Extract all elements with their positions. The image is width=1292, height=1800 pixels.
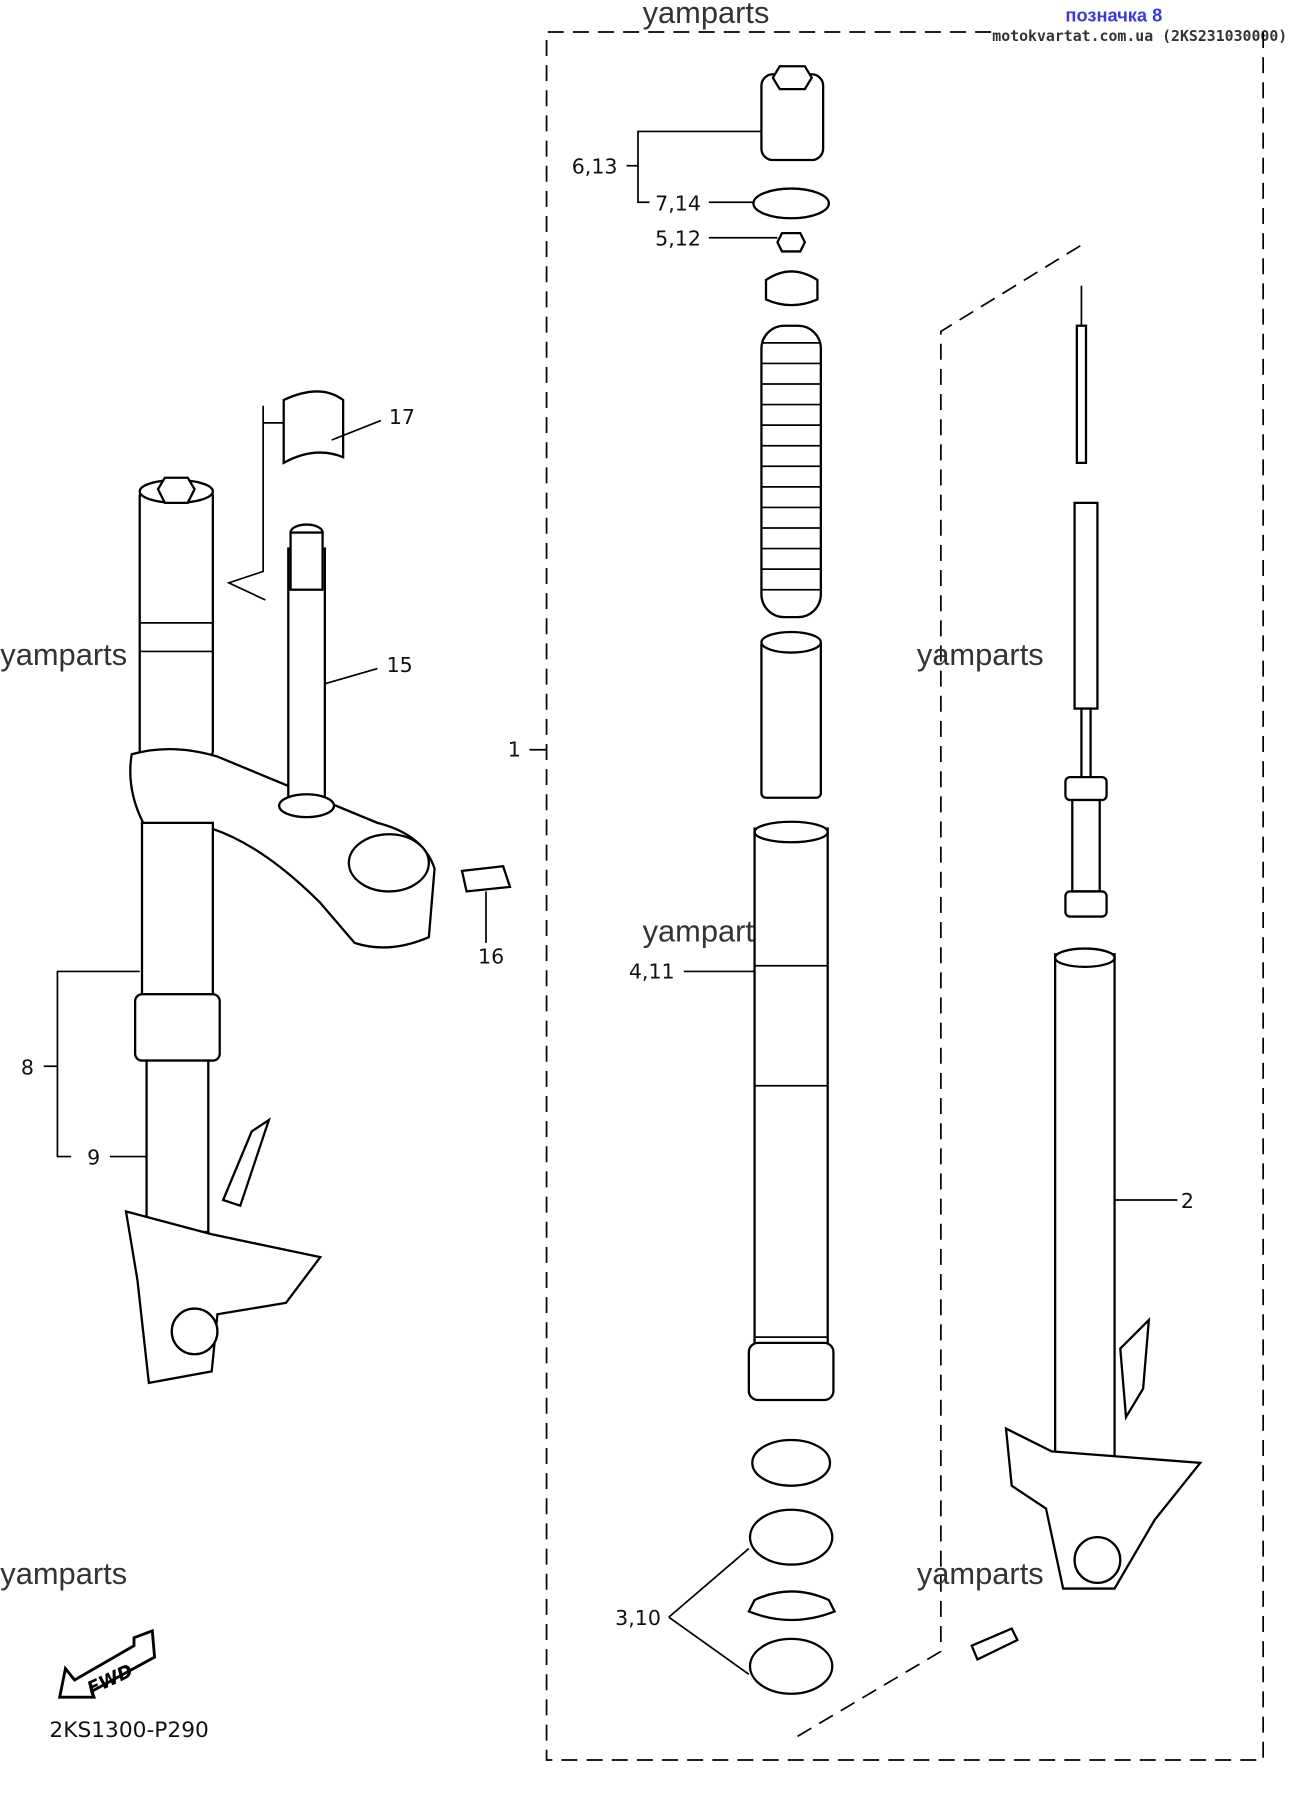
center-fork-parts bbox=[747, 65, 837, 1695]
callout-2: 2 bbox=[1181, 1189, 1194, 1213]
watermark: yamparts bbox=[0, 1556, 127, 1591]
callout-6-13: 6,13 bbox=[572, 155, 618, 179]
callout-7-14: 7,14 bbox=[655, 191, 701, 215]
callout-16: 16 bbox=[478, 944, 504, 968]
sub-assembly-boundary bbox=[791, 244, 1081, 1741]
callout-15: 15 bbox=[387, 653, 413, 677]
watermark: yamparts bbox=[643, 914, 770, 949]
watermark: yamparts bbox=[917, 637, 1044, 672]
assembly-boundary bbox=[545, 31, 1264, 1761]
fork-spring bbox=[760, 324, 822, 619]
site-label: motokvartat.com.ua (2KS231030000) bbox=[992, 27, 1287, 45]
watermark: yamparts bbox=[0, 637, 127, 672]
callout-4-11: 4,11 bbox=[629, 959, 675, 983]
callout-9: 9 bbox=[87, 1146, 100, 1170]
marker-label: позначка 8 bbox=[1065, 5, 1162, 26]
callout-1: 1 bbox=[508, 738, 521, 762]
callout-5-12: 5,12 bbox=[655, 227, 701, 251]
callout-17: 17 bbox=[389, 405, 415, 429]
leader-lines bbox=[43, 130, 1178, 1675]
callout-8: 8 bbox=[21, 1055, 34, 1079]
left-fork-assembly bbox=[124, 390, 512, 1385]
fwd-arrow-icon: FWD bbox=[57, 1628, 157, 1700]
callout-3-10: 3,10 bbox=[615, 1606, 661, 1630]
diagram-code: 2KS1300-P290 bbox=[49, 1718, 208, 1743]
right-fork-parts bbox=[970, 285, 1203, 1661]
watermark: yamparts bbox=[643, 0, 770, 30]
watermark: yamparts bbox=[917, 1556, 1044, 1591]
